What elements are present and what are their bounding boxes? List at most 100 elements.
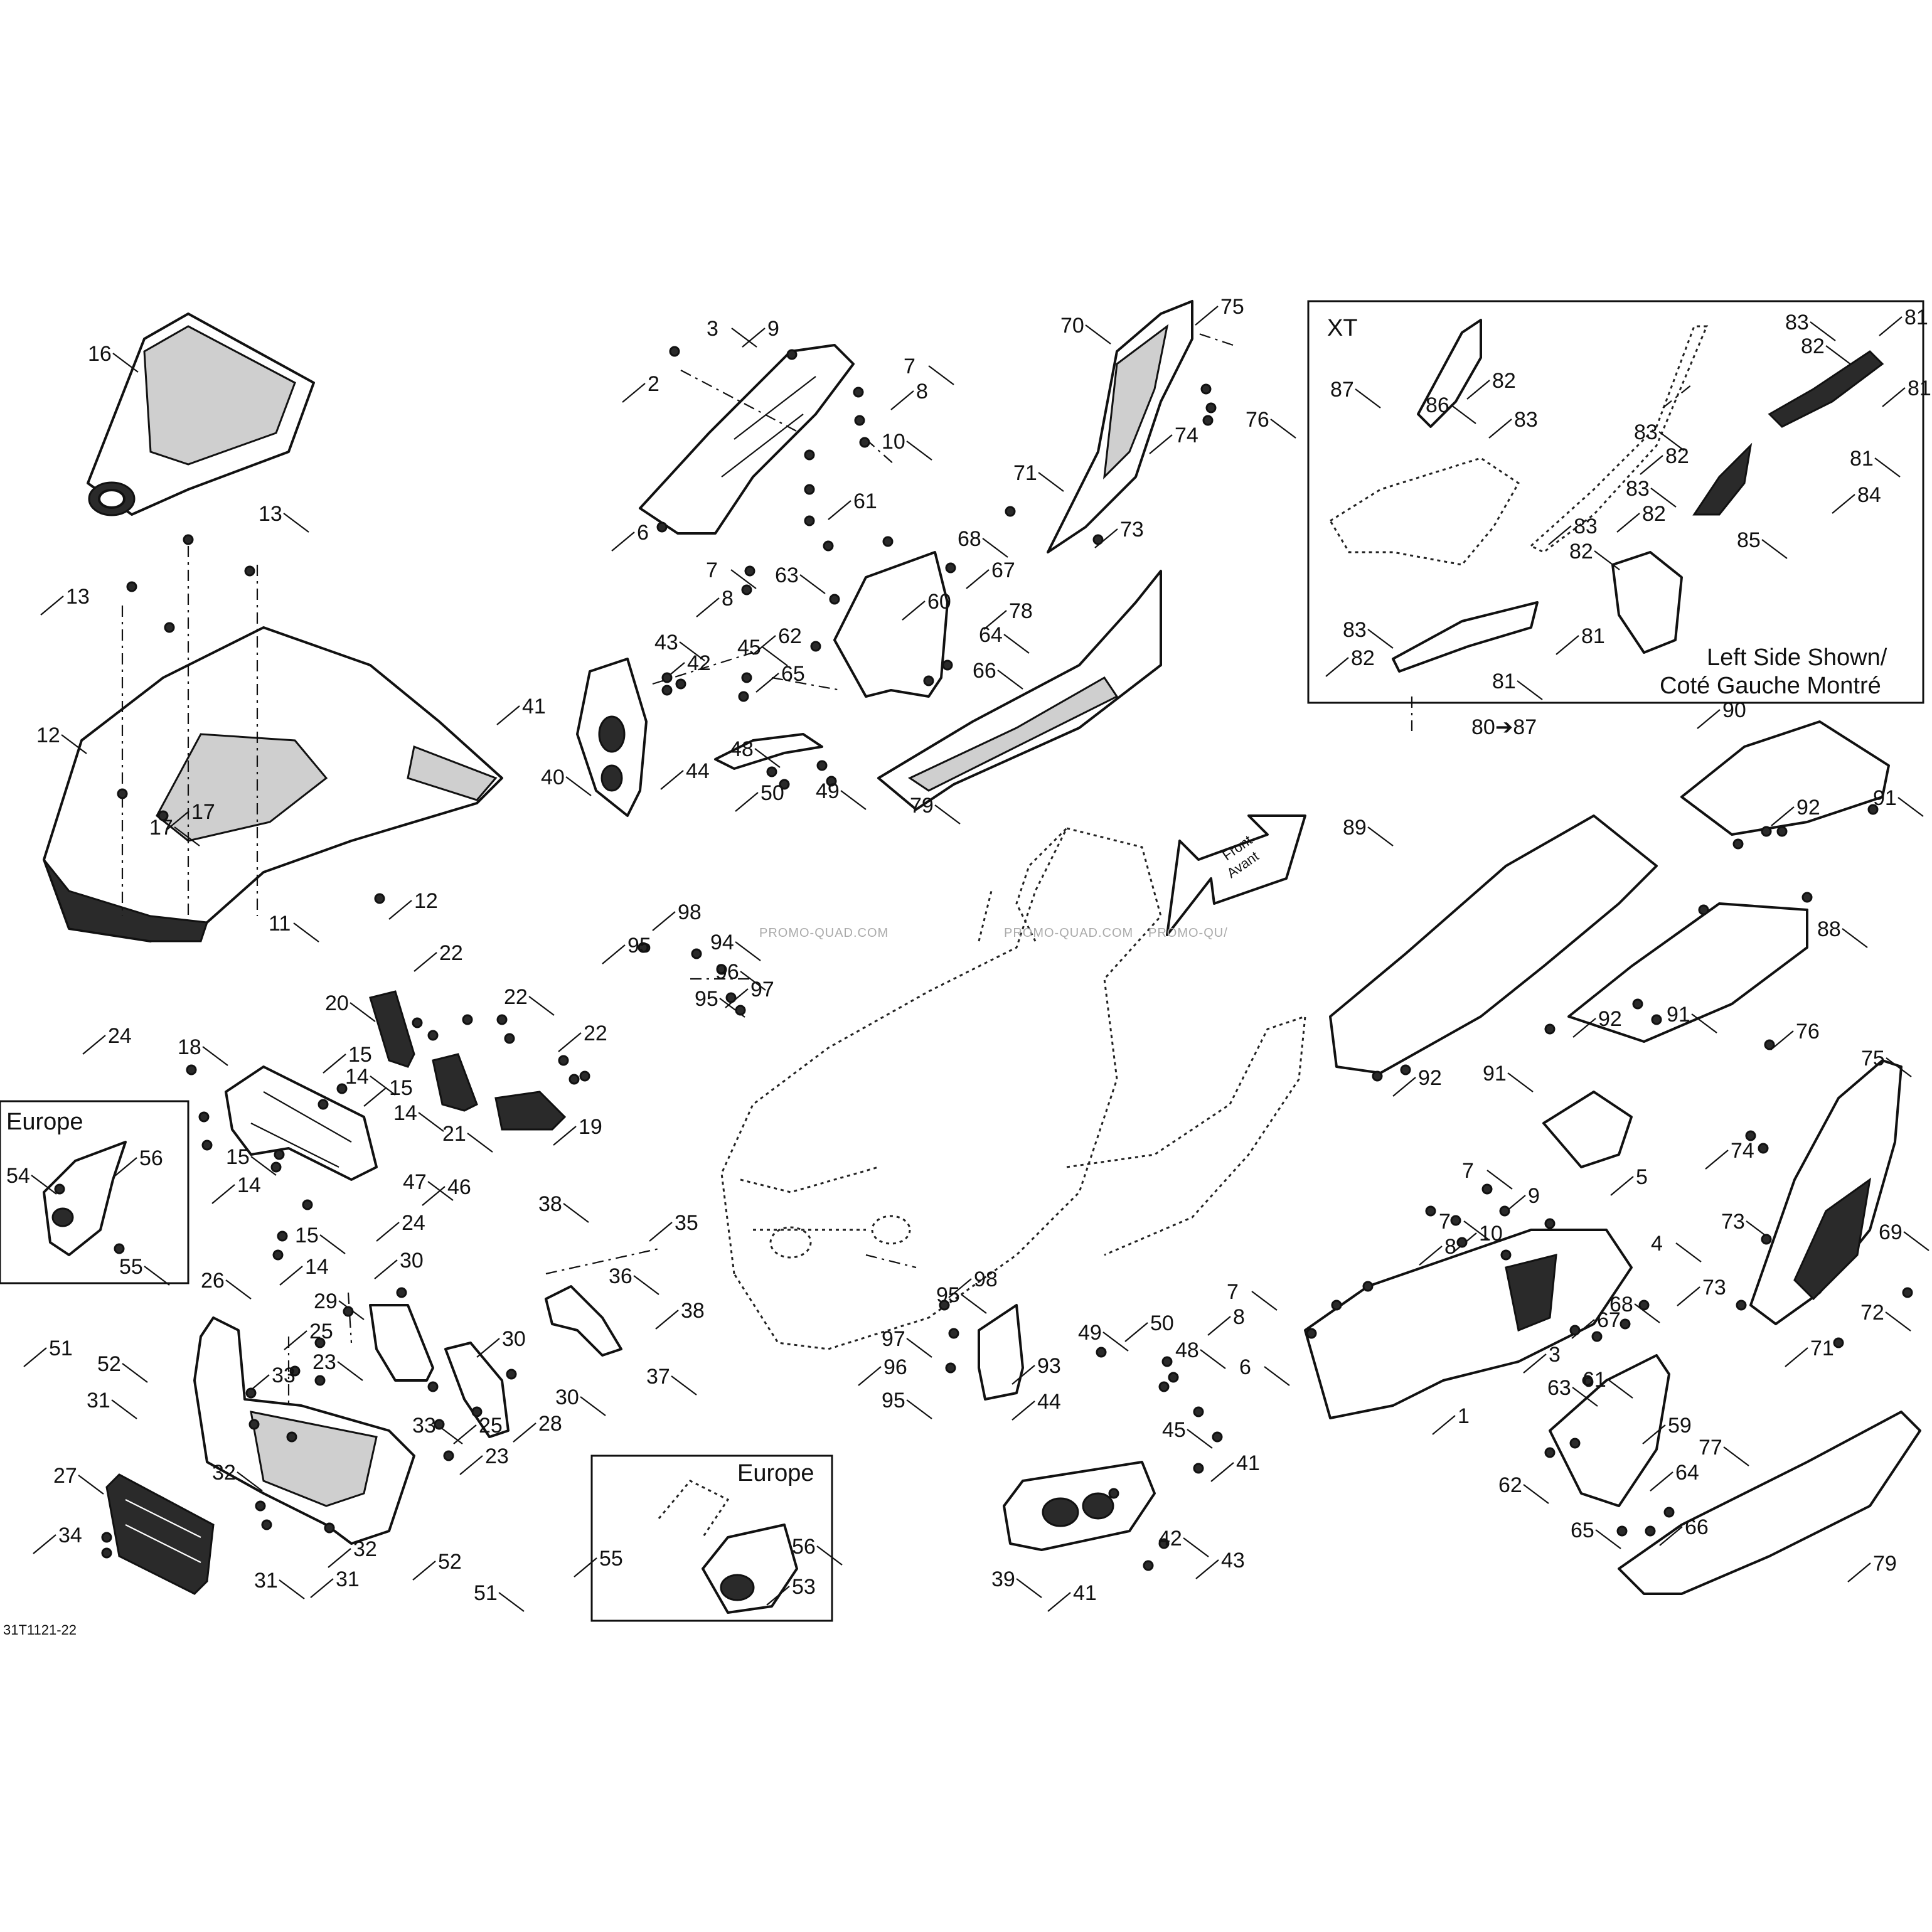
callout-3: 3 bbox=[707, 317, 718, 341]
part-90-floor-panel bbox=[1680, 720, 1890, 836]
leader-23 bbox=[459, 1455, 483, 1475]
leader-56 bbox=[816, 1545, 843, 1566]
callout-7: 7 bbox=[1227, 1280, 1239, 1304]
fastener-5 bbox=[656, 521, 668, 533]
callout-64: 64 bbox=[1675, 1461, 1699, 1485]
fastener-84 bbox=[1499, 1205, 1510, 1217]
fastener-130 bbox=[1651, 1014, 1662, 1025]
fastener-90 bbox=[1306, 1328, 1317, 1339]
callout-75: 75 bbox=[1220, 295, 1244, 319]
fastener-102 bbox=[1764, 1039, 1775, 1050]
leader-35 bbox=[649, 1222, 673, 1242]
leader-65 bbox=[755, 673, 779, 693]
fastener-115 bbox=[1158, 1381, 1170, 1392]
callout-95: 95 bbox=[695, 987, 718, 1011]
callout-81: 81 bbox=[1850, 447, 1874, 471]
callout-38: 38 bbox=[538, 1192, 562, 1216]
callout-8: 8 bbox=[1444, 1235, 1456, 1259]
callout-40: 40 bbox=[541, 766, 565, 789]
leader-68 bbox=[1634, 1303, 1660, 1323]
callout-60: 60 bbox=[927, 590, 951, 614]
callout-39: 39 bbox=[991, 1567, 1015, 1591]
part-59-side-trim bbox=[1549, 1354, 1670, 1507]
fastener-78 bbox=[101, 1532, 112, 1543]
callout-98: 98 bbox=[678, 900, 702, 924]
part-40-front-side-panel bbox=[576, 658, 648, 817]
leader-43 bbox=[679, 641, 705, 661]
part-78-footrest bbox=[877, 570, 1162, 811]
fastener-77 bbox=[324, 1522, 335, 1534]
fastener-43 bbox=[735, 1005, 746, 1016]
leader-83 bbox=[1650, 488, 1677, 508]
callout-31: 31 bbox=[254, 1569, 278, 1593]
fastener-105 bbox=[1761, 1234, 1772, 1245]
callout-63: 63 bbox=[775, 563, 799, 587]
callout-32: 32 bbox=[212, 1461, 236, 1485]
fastener-108 bbox=[1833, 1337, 1844, 1348]
callout-18: 18 bbox=[178, 1035, 201, 1059]
callout-23: 23 bbox=[312, 1350, 336, 1374]
leader-17 bbox=[166, 811, 189, 831]
leader-83 bbox=[1658, 431, 1685, 451]
callout-20: 20 bbox=[325, 991, 349, 1015]
callout-92: 92 bbox=[1418, 1066, 1442, 1090]
callout-96: 96 bbox=[883, 1355, 907, 1379]
callout-44: 44 bbox=[686, 759, 710, 783]
callout-96: 96 bbox=[715, 960, 739, 984]
callout-22: 22 bbox=[439, 941, 463, 965]
fastener-22 bbox=[157, 810, 169, 821]
xt-inset-note-2: Coté Gauche Montré bbox=[1660, 673, 1881, 699]
fastener-83 bbox=[1481, 1183, 1493, 1195]
fastener-4 bbox=[859, 437, 870, 448]
callout-92: 92 bbox=[1598, 1007, 1622, 1031]
callout-71: 71 bbox=[1810, 1337, 1834, 1360]
callout-73: 73 bbox=[1702, 1276, 1726, 1300]
fastener-67 bbox=[434, 1419, 445, 1430]
leader-22 bbox=[414, 952, 437, 972]
fastener-63 bbox=[396, 1287, 407, 1298]
callout-66: 66 bbox=[973, 659, 996, 683]
fastener-124 bbox=[1867, 804, 1879, 815]
callout-82: 82 bbox=[1665, 444, 1689, 468]
leader-30 bbox=[476, 1338, 500, 1358]
fastener-61 bbox=[272, 1249, 284, 1261]
leader-55 bbox=[574, 1557, 597, 1577]
leader-21 bbox=[467, 1133, 493, 1153]
fastener-82 bbox=[1425, 1205, 1436, 1217]
callout-82: 82 bbox=[1351, 646, 1375, 670]
part-37-bracket bbox=[545, 1285, 622, 1357]
leader-83 bbox=[1367, 629, 1394, 649]
callout-8: 8 bbox=[722, 587, 734, 611]
leader-20 bbox=[350, 1002, 376, 1022]
leader-49 bbox=[1102, 1332, 1129, 1352]
callout-15: 15 bbox=[226, 1145, 250, 1169]
fastener-94 bbox=[1591, 1331, 1603, 1342]
fastener-123 bbox=[1761, 826, 1772, 837]
part-89-floor-panel bbox=[1329, 814, 1658, 1074]
fastener-126 bbox=[1801, 892, 1813, 903]
leader-67 bbox=[966, 569, 990, 589]
leader-46 bbox=[422, 1186, 446, 1206]
leader-96 bbox=[858, 1366, 882, 1386]
leader-14 bbox=[211, 1184, 235, 1204]
callout-95: 95 bbox=[936, 1283, 960, 1307]
callout-2: 2 bbox=[648, 372, 659, 396]
callout-12: 12 bbox=[414, 889, 438, 913]
callout-65: 65 bbox=[1571, 1518, 1594, 1542]
fastener-98 bbox=[1569, 1438, 1581, 1449]
leader-10 bbox=[906, 440, 932, 461]
callout-94: 94 bbox=[710, 931, 734, 954]
callout-84: 84 bbox=[1857, 483, 1881, 507]
fastener-101 bbox=[1645, 1525, 1656, 1537]
callout-43: 43 bbox=[1221, 1549, 1245, 1572]
callout-7: 7 bbox=[1462, 1159, 1474, 1183]
leader-2 bbox=[622, 383, 646, 403]
leader-3 bbox=[1523, 1353, 1547, 1374]
xt-inset-reference: 80➔87 bbox=[1471, 715, 1537, 739]
leader-76 bbox=[1270, 419, 1296, 439]
fastener-52 bbox=[186, 1064, 197, 1075]
leader-75 bbox=[1195, 306, 1219, 326]
leader-89 bbox=[1367, 826, 1394, 846]
callout-24: 24 bbox=[402, 1211, 425, 1235]
